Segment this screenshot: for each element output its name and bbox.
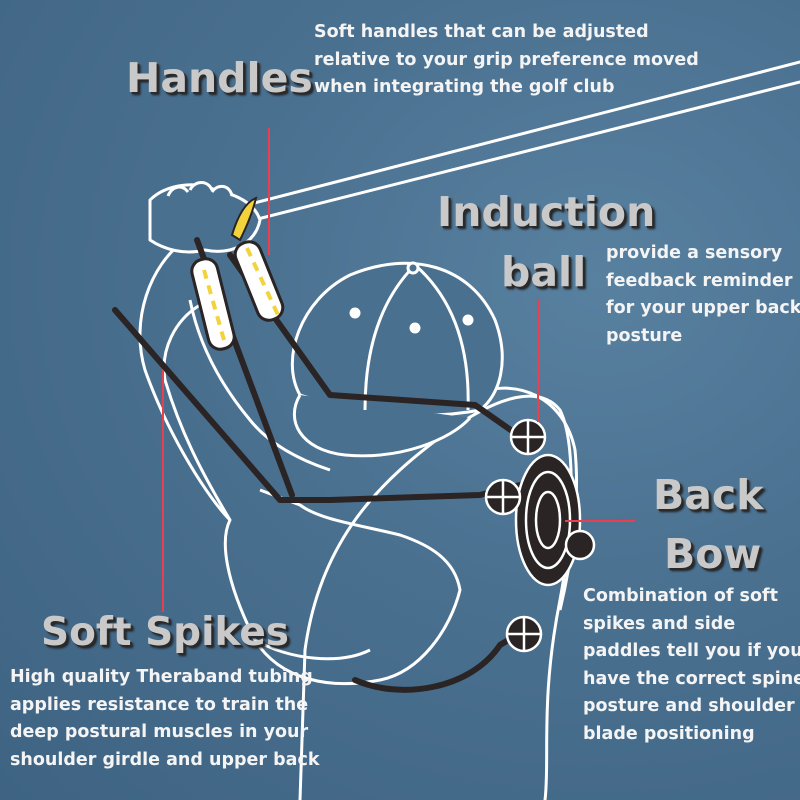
description-line: paddles tell you if you [583, 641, 800, 661]
cap-outline [290, 261, 504, 458]
description-line: High quality Theraband tubing [10, 667, 313, 687]
description-line: for your upper back [606, 298, 800, 318]
grip-handles [190, 196, 285, 351]
description-line: Soft handles that can be adjusted [314, 22, 649, 42]
description-line: shoulder girdle and upper back [10, 749, 320, 770]
induction-balls [484, 418, 547, 653]
back-bow-title: Back [653, 471, 764, 519]
description-line: have the correct spine [583, 668, 800, 689]
description-line: posture and shoulder [583, 696, 795, 716]
description-line: posture [606, 325, 683, 346]
induction-ball-title: Induction [437, 188, 656, 236]
description-line: deep postural muscles in your [10, 722, 309, 742]
back-bow-description: Combination of soft spikes and side padd… [583, 583, 800, 748]
description-line: feedback reminder [606, 270, 793, 291]
golf-club-shaft [233, 60, 800, 226]
arms-outline [138, 238, 462, 686]
soft-spikes-description: High quality Theraband tubing applies re… [10, 664, 319, 774]
description-line: provide a sensory [606, 243, 783, 263]
description-line: when integrating the golf club [314, 77, 615, 97]
description-line: Combination of soft [583, 586, 778, 606]
pointer-lines [162, 128, 635, 612]
soft-spikes-title: Soft Spikes [41, 610, 289, 655]
handles-title: Handles [126, 54, 313, 102]
handles-description: Soft handles that can be adjusted relati… [314, 19, 699, 102]
induction-ball-title-line2: ball [501, 248, 587, 296]
description-line: applies resistance to train the [10, 694, 309, 715]
description-line: relative to your grip preference moved [314, 49, 699, 70]
description-line: spikes and side [583, 613, 736, 634]
back-bow-title-line2: Bow [664, 530, 762, 578]
back-bow-disc [514, 453, 596, 587]
description-line: blade positioning [583, 723, 755, 744]
induction-ball-description: provide a sensory feedback reminder for … [606, 240, 800, 350]
